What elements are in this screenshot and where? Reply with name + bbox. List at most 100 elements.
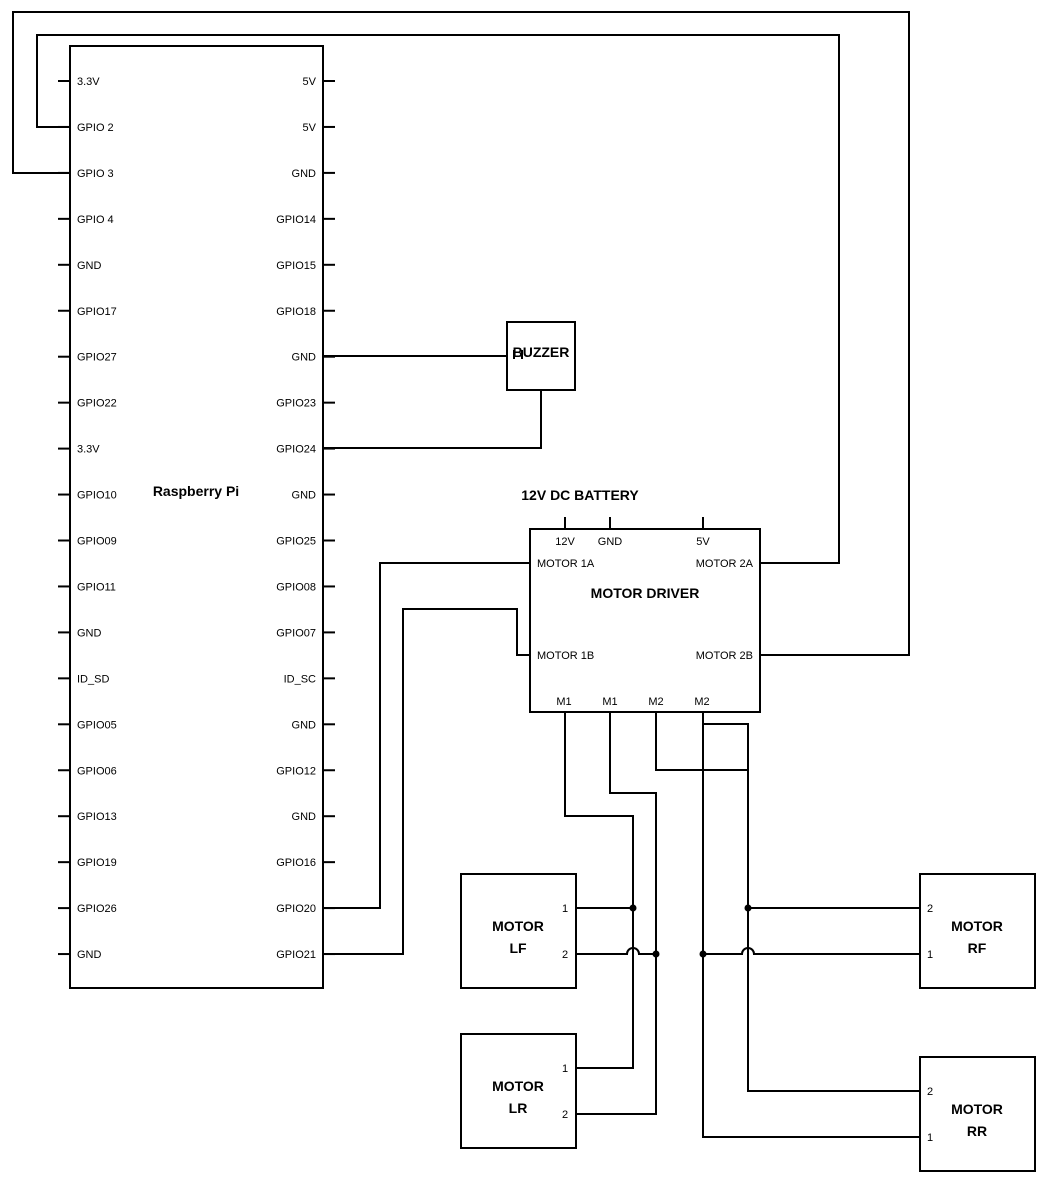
wire-gpio20-motor1a (323, 562, 530, 909)
motor-rr-body (919, 1056, 1036, 1172)
pi-pin-gpio-3: GPIO 3 (77, 168, 114, 180)
wire-m2a-right-pin2 (655, 712, 920, 1092)
wire-m1b-left-pin2 (576, 712, 657, 1115)
pi-pin-gnd: GND (292, 352, 317, 364)
pi-pin-gnd: GND (77, 627, 102, 639)
driver-pin-motor-2b: MOTOR 2B (696, 650, 753, 662)
pi-pin-gnd: GND (77, 260, 102, 272)
pi-pin-gpio10: GPIO10 (77, 490, 117, 502)
driver-pin-m2-b: M2 (694, 696, 709, 708)
pi-pin-gpio09: GPIO09 (77, 536, 117, 548)
wires-motor-outputs (564, 712, 920, 1138)
wire-m1a-left-pin1 (564, 712, 634, 1069)
pi-pin-gpio19: GPIO19 (77, 857, 117, 869)
pi-pin-5v: 5V (303, 122, 317, 134)
pi-pin-gpio27: GPIO27 (77, 352, 117, 364)
buzzer: BUZZER (323, 321, 576, 449)
motor-lf-pin-1: 1 (562, 903, 568, 915)
pi-pin-gnd: GND (292, 168, 317, 180)
motor-lr-label-line2: LR (509, 1100, 528, 1116)
pi-pin-gpio11: GPIO11 (77, 581, 116, 593)
wires-motor1 (323, 562, 530, 955)
raspberry-pi-title: Raspberry Pi (153, 483, 239, 499)
motor-rf: MOTOR RF 2 1 (919, 873, 1036, 989)
pi-pin-gpio21: GPIO21 (276, 949, 316, 961)
motor-lf: MOTOR LF 1 2 (460, 873, 577, 989)
pi-pin-id-sc: ID_SC (284, 673, 316, 685)
motor-lr-pin-1: 1 (562, 1063, 568, 1075)
motor-driver-body (529, 528, 761, 713)
pi-pin-gpio08: GPIO08 (276, 581, 316, 593)
driver-pin-motor-1b: MOTOR 1B (537, 650, 594, 662)
pi-pin-gnd: GND (292, 490, 317, 502)
motor-rr: MOTOR RR 2 1 (919, 1056, 1036, 1172)
pi-pin-gpio14: GPIO14 (276, 214, 316, 226)
wire-gpio21-motor1b (323, 608, 530, 955)
pi-pin-gpio-2: GPIO 2 (77, 122, 114, 134)
motor-rr-pin-1: 1 (927, 1132, 933, 1144)
pi-pin-gpio23: GPIO23 (276, 398, 316, 410)
buzzer-body (506, 321, 576, 391)
pi-pin-gpio18: GPIO18 (276, 306, 316, 318)
wire-lf-pin2 (576, 947, 656, 955)
motor-rf-body (919, 873, 1036, 989)
pi-pin-gpio17: GPIO17 (77, 306, 117, 318)
wire-gpio2-motor2a (36, 34, 840, 564)
pi-pin-gnd: GND (292, 719, 317, 731)
motor-rf-pin-1: 1 (927, 949, 933, 961)
motor-driver-title: MOTOR DRIVER (591, 585, 700, 601)
battery-label: 12V DC BATTERY (521, 487, 639, 503)
motor-lf-label-line2: LF (509, 940, 527, 956)
buzzer-label: BUZZER (513, 344, 570, 360)
pi-pin-gpio25: GPIO25 (276, 536, 316, 548)
driver-pin-motor-1a: MOTOR 1A (537, 558, 595, 570)
motor-rf-label-line2: RF (968, 940, 987, 956)
pi-pin-gnd: GND (77, 949, 102, 961)
pi-pin-gpio24: GPIO24 (276, 444, 316, 456)
wire-m2b-right-pin1 (702, 712, 920, 1138)
raspberry-pi-body (69, 45, 324, 989)
pi-pin-gpio12: GPIO12 (276, 765, 316, 777)
motor-driver: 12V GND 5V MOTOR 1A MOTOR 1B MOTOR 2A MO… (529, 517, 761, 713)
driver-pin-m2-a: M2 (648, 696, 663, 708)
junction-dot (699, 950, 707, 958)
wire-gpio3-motor2b (12, 11, 910, 656)
pi-pin-gpio20: GPIO20 (276, 903, 316, 915)
pi-pin-gpio05: GPIO05 (77, 719, 117, 731)
motor-rr-pin-2: 2 (927, 1086, 933, 1098)
pi-right-header: 5V5VGNDGPIO14GPIO15GPIO18GNDGPIO23GPIO24… (276, 76, 335, 961)
motor-lf-body (460, 873, 577, 989)
driver-pin-12v: 12V (555, 536, 575, 548)
pi-pin-id-sd: ID_SD (77, 673, 109, 685)
motor-lr: MOTOR LR 1 2 (460, 1033, 577, 1149)
pi-pin-gpio06: GPIO06 (77, 765, 117, 777)
pi-pin-gpio16: GPIO16 (276, 857, 316, 869)
pi-pin-gpio13: GPIO13 (77, 811, 117, 823)
motor-lf-pin-2: 2 (562, 949, 568, 961)
wire-rf-pin1 (703, 947, 920, 955)
motor-rf-pin-2: 2 (927, 903, 933, 915)
wire-gpio24-buzzer (323, 390, 542, 449)
pi-pin-gpio07: GPIO07 (276, 627, 316, 639)
driver-pin-m1-a: M1 (556, 696, 571, 708)
motor-lr-pin-2: 2 (562, 1109, 568, 1121)
pi-pin-gnd: GND (292, 811, 317, 823)
pi-pin-5v: 5V (303, 76, 317, 88)
motor-rf-label-line1: MOTOR (951, 918, 1003, 934)
motor-rr-label-line1: MOTOR (951, 1101, 1003, 1117)
driver-pin-motor-2a: MOTOR 2A (696, 558, 754, 570)
pi-pin-3-3v: 3.3V (77, 76, 100, 88)
driver-pin-5v: 5V (696, 536, 710, 548)
wires-i2c (12, 11, 910, 656)
pi-pin-gpio22: GPIO22 (77, 398, 117, 410)
driver-pin-gnd: GND (598, 536, 623, 548)
junction-dot (744, 904, 752, 912)
motor-lr-body (460, 1033, 577, 1149)
pi-pin-gpio26: GPIO26 (77, 903, 117, 915)
driver-pin-m1-b: M1 (602, 696, 617, 708)
motor-lr-label-line1: MOTOR (492, 1078, 544, 1094)
junction-dot (629, 904, 637, 912)
wire-m2b-riser (702, 712, 749, 770)
